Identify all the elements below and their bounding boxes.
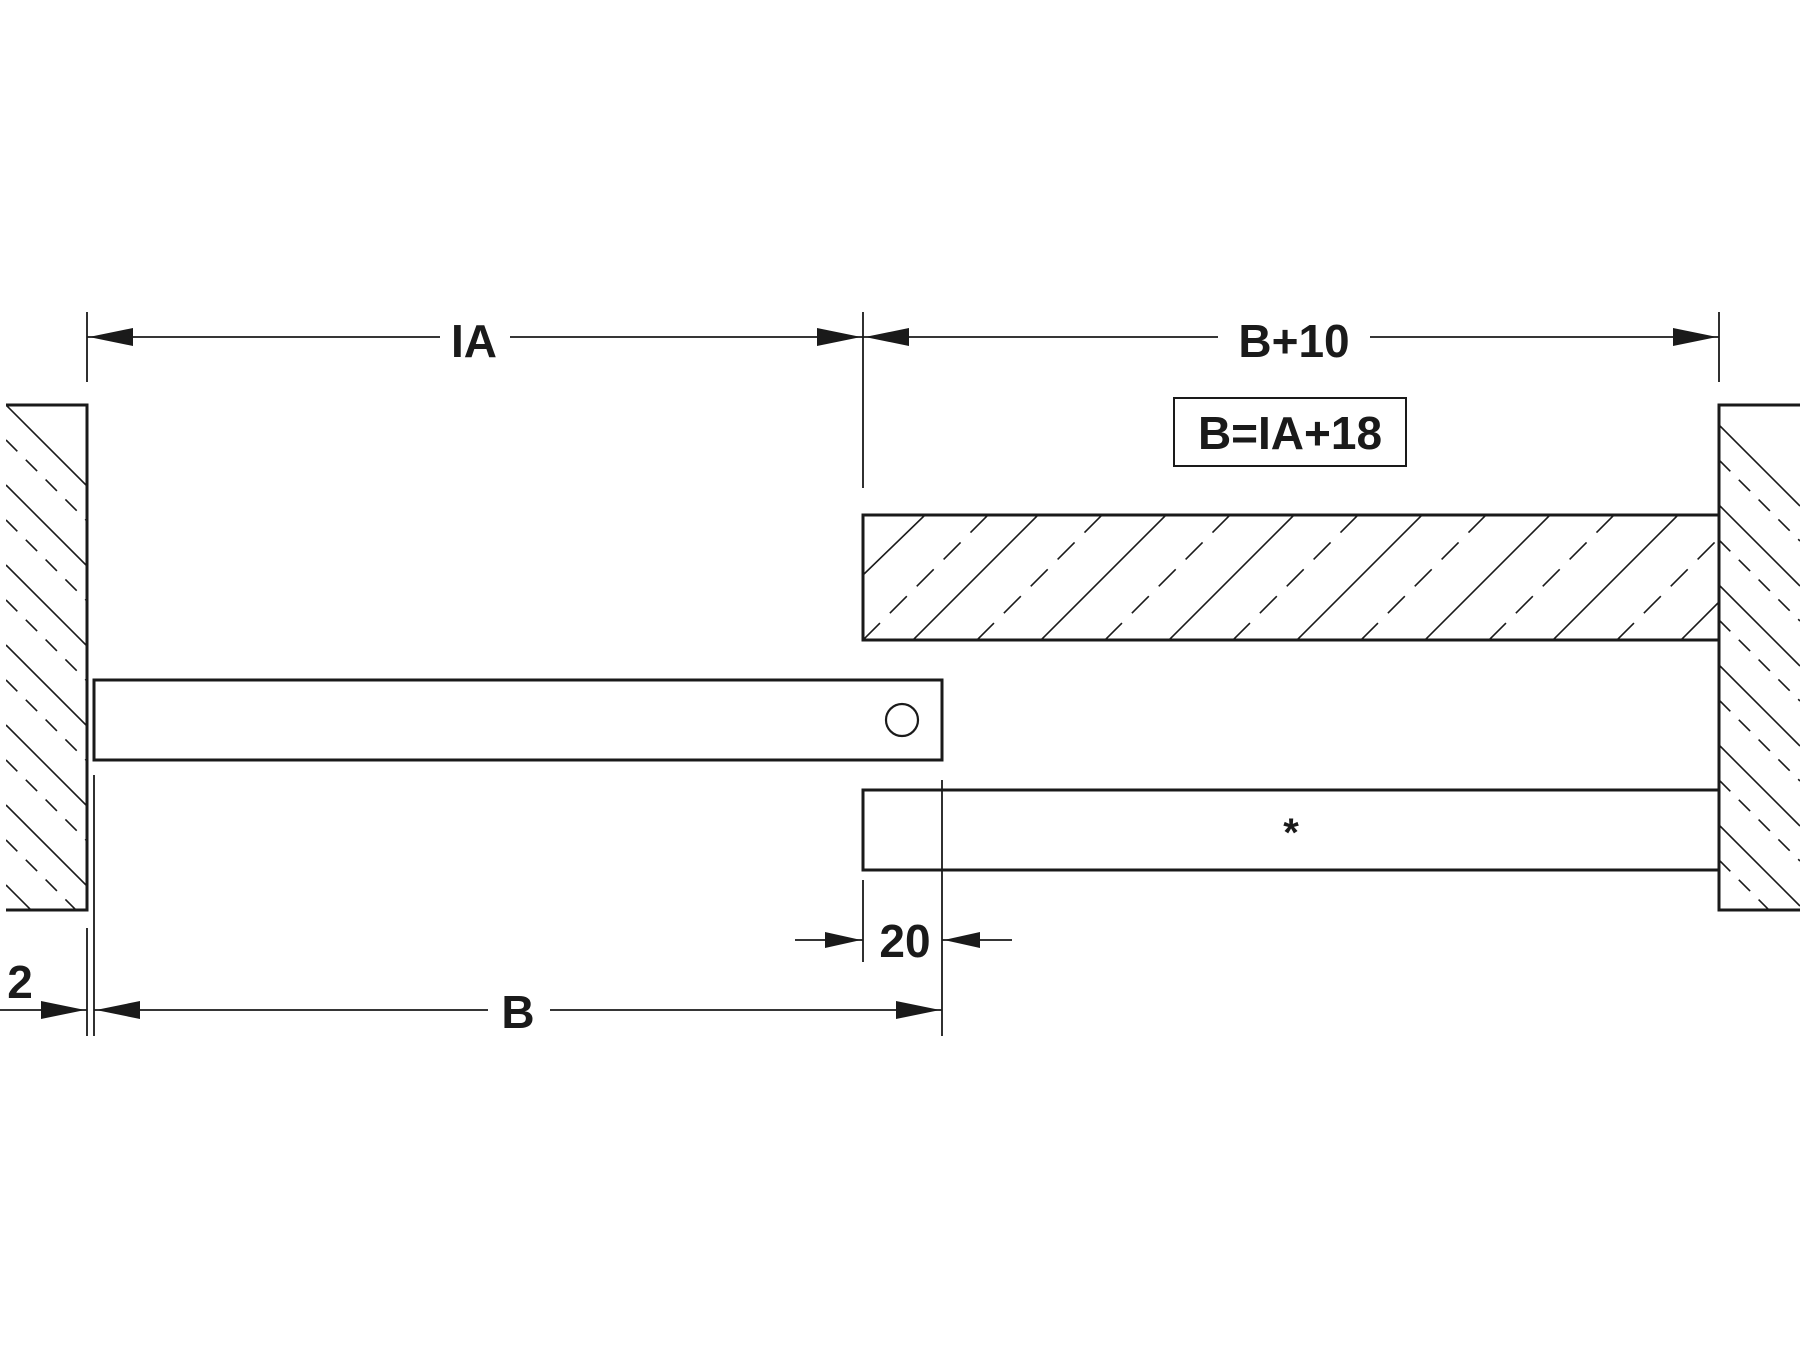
extension-lines xyxy=(86,312,1720,1036)
dimension-lines xyxy=(0,336,1719,1011)
right-runner xyxy=(861,788,1719,872)
dimension-label-2: 2 xyxy=(7,956,33,1008)
dimension-label-b: B xyxy=(501,986,534,1038)
dimension-label-ia: IA xyxy=(451,315,497,367)
asterisk-label: * xyxy=(1283,811,1299,855)
formula-box xyxy=(1173,397,1407,467)
dimension-arrows xyxy=(41,328,1717,1019)
right-wall xyxy=(1717,403,1800,912)
left-runner xyxy=(92,678,944,762)
dimension-label-b-plus-10: B+10 xyxy=(1238,315,1349,367)
mounting-hole xyxy=(884,702,920,738)
formula-label: B=IA+18 xyxy=(1198,407,1382,459)
left-wall xyxy=(6,403,89,912)
dimension-label-20: 20 xyxy=(879,915,930,967)
shelf-panel xyxy=(861,513,1719,642)
